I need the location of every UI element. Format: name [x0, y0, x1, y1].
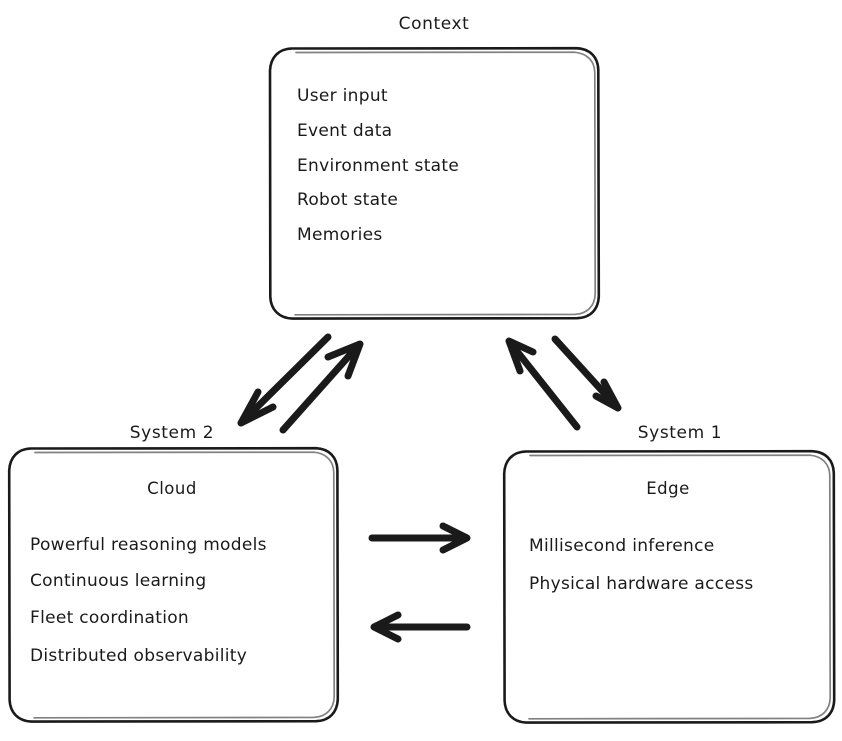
context-box[interactable] [268, 46, 601, 320]
edge-box[interactable] [502, 449, 836, 724]
context-item-2: Environment state [297, 156, 459, 176]
cloud-item-3: Distributed observability [30, 646, 247, 666]
cloud-item-1: Continuous learning [30, 571, 206, 591]
context-box-outline [268, 46, 601, 320]
context-item-1: Event data [297, 121, 392, 141]
context-group-label: Context [399, 14, 470, 34]
context-box-sketch-stroke [294, 51, 597, 316]
cloud-box-sketch-stroke [33, 451, 336, 719]
edge-box-heading: Edge [646, 479, 690, 498]
arrow-edge-to-cloud [370, 611, 471, 643]
cloud-box-heading: Cloud [147, 479, 197, 498]
context-item-3: Robot state [297, 190, 398, 210]
context-item-4: Memories [297, 225, 383, 245]
edge-item-0: Millisecond inference [529, 536, 715, 556]
arrow-context-to-edge [551, 335, 622, 412]
edge-box-outline [502, 449, 836, 724]
arrow-edge-to-context [505, 337, 581, 431]
edge-item-1: Physical hardware access [529, 574, 754, 594]
cloud-item-2: Fleet coordination [30, 608, 189, 628]
arrow-context-to-cloud [237, 333, 332, 427]
arrow-cloud-to-context [279, 340, 364, 434]
arrow-cloud-to-edge [368, 522, 471, 554]
cloud-item-0: Powerful reasoning models [30, 535, 267, 555]
cloud-box-outline [7, 446, 340, 723]
edge-box-sketch-stroke [528, 454, 832, 720]
cloud-box[interactable] [7, 446, 340, 723]
edge-group-label: System 1 [638, 423, 722, 443]
cloud-group-label: System 2 [130, 423, 214, 443]
context-item-0: User input [297, 86, 388, 106]
